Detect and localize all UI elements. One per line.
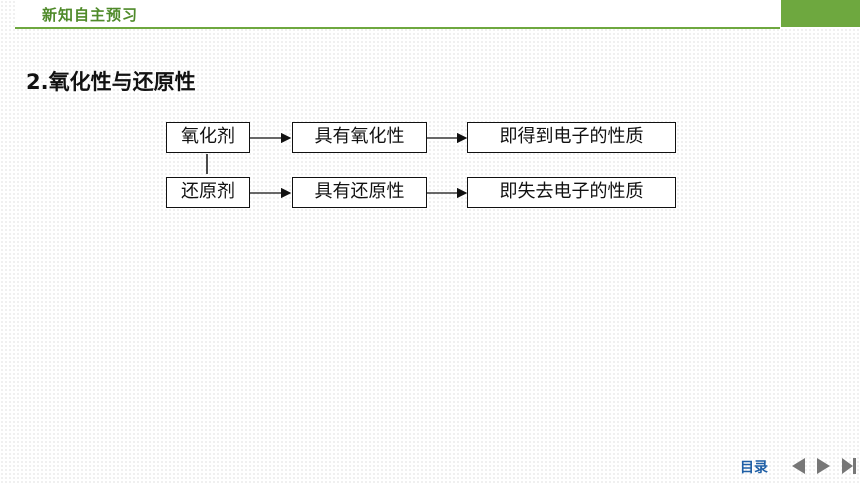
last-page-icon[interactable] (842, 458, 857, 474)
header-accent-block (781, 0, 860, 27)
prev-triangle-icon[interactable] (792, 458, 805, 474)
reducing-property-box: 具有还原性 (292, 177, 427, 208)
top-bar: 新知自主预习 (0, 0, 860, 29)
oxidant-box: 氧化剂 (166, 122, 250, 153)
section-tab: 新知自主预习 (15, 0, 780, 29)
reductant-box: 还原剂 (166, 177, 250, 208)
page-heading: 2.氧化性与还原性 (26, 70, 196, 94)
toc-link[interactable]: 目录 (740, 460, 768, 476)
gain-electrons-box: 即得到电子的性质 (467, 122, 676, 153)
oxidizing-property-box: 具有氧化性 (292, 122, 427, 153)
section-title: 新知自主预习 (42, 6, 139, 24)
next-triangle-icon[interactable] (817, 458, 830, 474)
slide-navigation: 目录 (740, 456, 860, 476)
lose-electrons-box: 即失去电子的性质 (467, 177, 676, 208)
